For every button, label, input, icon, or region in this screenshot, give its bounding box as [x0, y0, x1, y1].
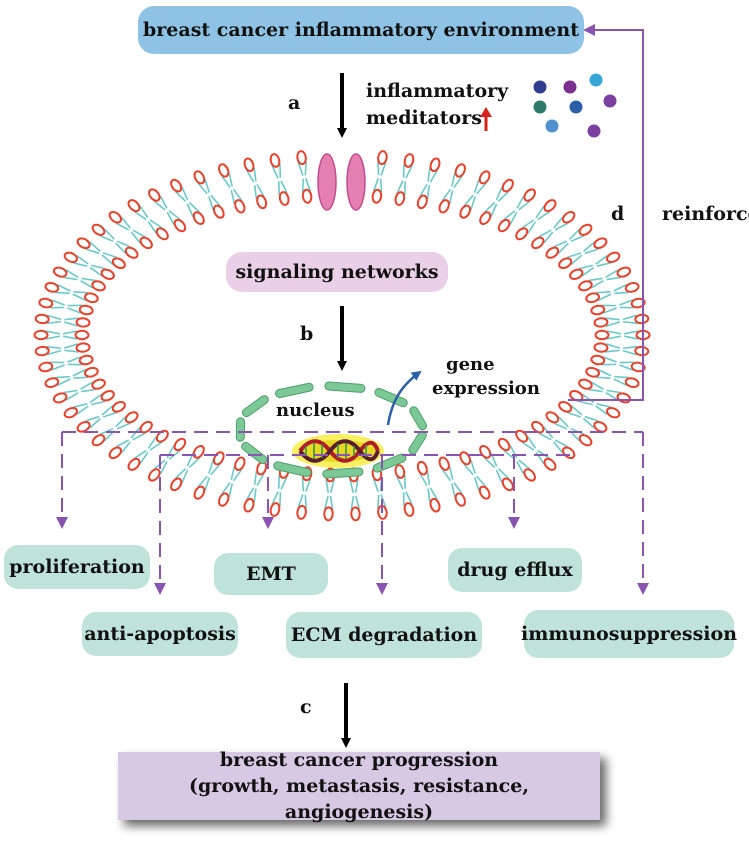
- outcome-distribution-lines: [56, 431, 649, 595]
- gene-expression-arrow: [386, 370, 422, 426]
- step-label-a: a: [288, 92, 301, 114]
- outcome-drug-efflux-label: drug efflux: [457, 559, 573, 581]
- reinforce-feedback-line: [568, 24, 644, 401]
- step-label-b: b: [300, 323, 314, 345]
- outcome-anti-apoptosis-label: anti-apoptosis: [84, 623, 236, 645]
- step-label-d: d: [611, 203, 625, 225]
- outcome-immunosuppression-label: immunosuppression: [521, 623, 738, 645]
- mediator-dots: [533, 73, 617, 138]
- gene-expression-line2: expression: [432, 378, 540, 399]
- mediators-label-line2: meditators: [366, 107, 482, 129]
- outcome-emt: EMT: [214, 553, 328, 595]
- step-label-c: c: [300, 696, 312, 718]
- inflammatory-environment-label: breast cancer inflammatory environment: [143, 19, 579, 41]
- gene-expression-line1: gene: [446, 354, 495, 375]
- reinforce-label: reinforce: [662, 203, 749, 225]
- outcome-ecm-degradation: ECM degradation: [286, 612, 482, 658]
- outcome-immunosuppression: immunosuppression: [521, 610, 738, 658]
- progression-title: breast cancer progression: [219, 749, 499, 771]
- outcome-proliferation: proliferation: [4, 545, 150, 589]
- mediators-label-line1: inflammatory: [366, 80, 509, 102]
- outcome-drug-efflux: drug efflux: [448, 548, 582, 592]
- nucleus-label: nucleus: [276, 400, 355, 421]
- dna-icon: [292, 434, 384, 468]
- outcome-proliferation-label: proliferation: [9, 556, 145, 578]
- progression-box-bg: [118, 752, 600, 820]
- outcome-ecm-degradation-label: ECM degradation: [290, 624, 478, 646]
- outcome-anti-apoptosis: anti-apoptosis: [82, 612, 238, 656]
- inflammatory-environment-box: breast cancer inflammatory environment: [138, 6, 584, 54]
- receptor-icon: [317, 153, 366, 211]
- progression-subtitle: (growth, metastasis, resistance, angioge…: [189, 775, 529, 823]
- signaling-networks-label: signaling networks: [235, 261, 439, 283]
- increase-arrow-icon: [480, 107, 492, 131]
- progression-box: breast cancer progression (growth, metas…: [118, 749, 600, 823]
- signaling-networks-box: signaling networks: [226, 252, 448, 292]
- outcome-emt-label: EMT: [246, 563, 296, 585]
- nucleus-icon: [235, 381, 428, 479]
